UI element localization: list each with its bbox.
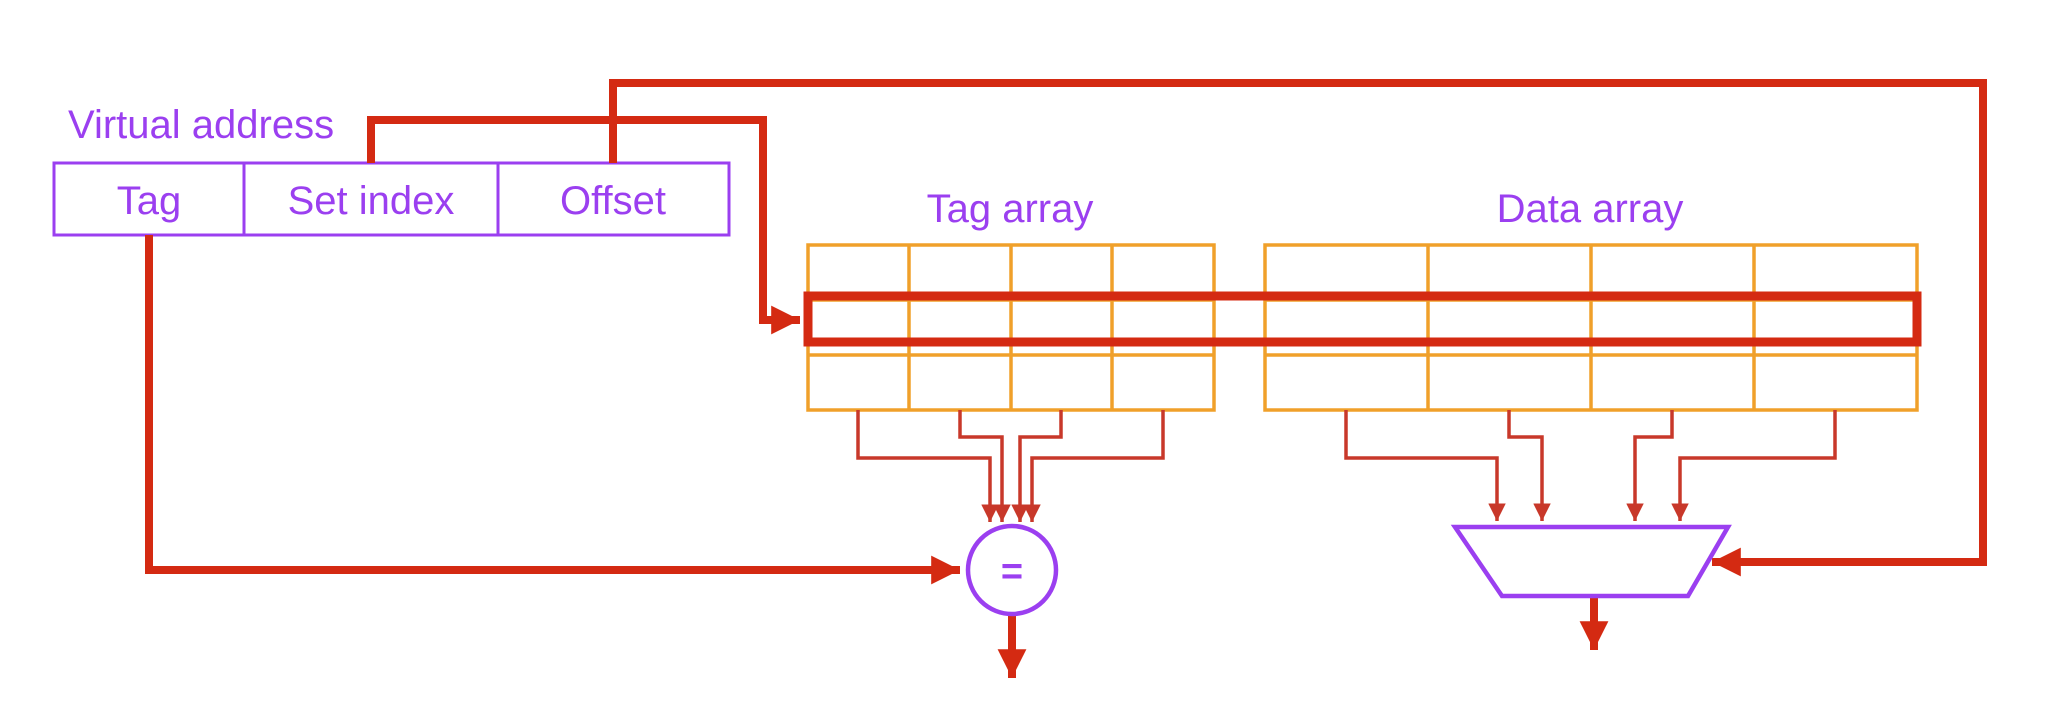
offset-wire xyxy=(609,79,1987,577)
tag-array-label: Tag array xyxy=(927,187,1094,231)
selected-set-highlight xyxy=(803,291,1922,347)
tag-way-wire xyxy=(958,410,1011,522)
tag-wire xyxy=(145,235,960,585)
comparator: = xyxy=(965,523,1059,617)
data-way-wire xyxy=(1507,410,1551,521)
multiplexer xyxy=(1450,524,1732,599)
virtual-address-label: Virtual address xyxy=(68,103,334,147)
tag-field-label: Tag xyxy=(117,179,182,223)
comparator-circle xyxy=(965,523,1059,617)
tag-way-wire xyxy=(1011,410,1063,522)
comparator-symbol: = xyxy=(1001,551,1023,593)
data-array-label: Data array xyxy=(1497,187,1684,231)
set-index-field-label: Set index xyxy=(288,179,455,223)
set-index-wire xyxy=(367,116,800,335)
data-way-wire xyxy=(1626,410,1674,521)
tag-way-wire xyxy=(856,410,999,522)
virtual-address-box xyxy=(52,161,731,237)
address-wires xyxy=(145,79,1987,678)
tag-array-outputs xyxy=(856,410,1165,522)
data-way-wire xyxy=(1344,410,1506,521)
data-array-outputs xyxy=(1344,410,1837,521)
virtual-address: Virtual address Tag Set index Offset xyxy=(52,103,731,237)
offset-field-label: Offset xyxy=(560,179,666,223)
tag-way-wire xyxy=(1023,410,1165,522)
data-way-wire xyxy=(1671,410,1837,521)
